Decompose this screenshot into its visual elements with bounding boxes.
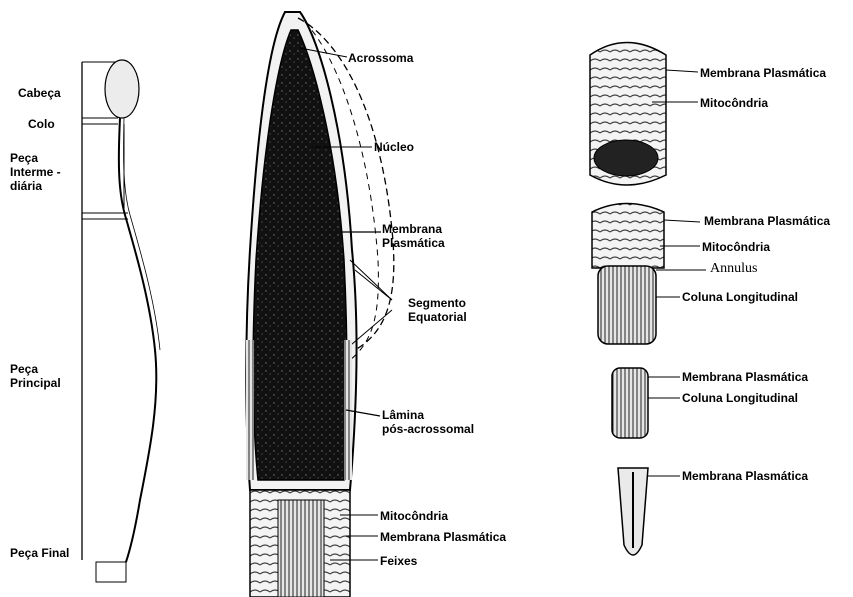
label-midpiece: Peça Interme - diária xyxy=(10,151,61,193)
label-postacrosomal-lamina: Lâmina pós-acrossomal xyxy=(382,408,474,436)
label-nucleus: Núcleo xyxy=(374,140,414,154)
tail-section-1 xyxy=(590,43,698,186)
label-plasma-membrane-midpiece: Membrana Plasmática xyxy=(380,530,506,544)
label-principal-piece: Peça Principal xyxy=(10,362,61,390)
label-s2-longitudinal-column: Coluna Longitudinal xyxy=(682,290,798,304)
label-plasma-membrane-head: Membrana Plasmática xyxy=(382,222,445,250)
tail-section-4 xyxy=(618,468,680,555)
sperm-head-shape xyxy=(105,60,139,118)
label-end-piece: Peça Final xyxy=(10,546,69,560)
tail-section-2 xyxy=(592,204,706,345)
label-s3-longitudinal-column: Coluna Longitudinal xyxy=(682,391,798,405)
label-head: Cabeça xyxy=(18,86,61,100)
label-s3-plasma-membrane: Membrana Plasmática xyxy=(682,370,808,384)
label-acrosome: Acrossoma xyxy=(348,51,413,65)
label-bundles: Feixes xyxy=(380,554,417,568)
head-section-figure xyxy=(246,12,394,597)
label-s2-mitochondria: Mitocôndria xyxy=(702,240,770,254)
label-neck: Colo xyxy=(28,117,55,131)
label-s2-annulus: Annulus xyxy=(710,262,757,276)
tail-section-3 xyxy=(612,368,680,438)
label-mitochondria-head: Mitocôndria xyxy=(380,509,448,523)
label-s4-plasma-membrane: Membrana Plasmática xyxy=(682,469,808,483)
label-s2-plasma-membrane: Membrana Plasmática xyxy=(704,214,830,228)
label-s1-mitochondria: Mitocôndria xyxy=(700,96,768,110)
label-equatorial-segment: Segmento Equatorial xyxy=(408,296,467,324)
whole-sperm-figure xyxy=(82,60,160,582)
label-s1-plasma-membrane: Membrana Plasmática xyxy=(700,66,826,80)
